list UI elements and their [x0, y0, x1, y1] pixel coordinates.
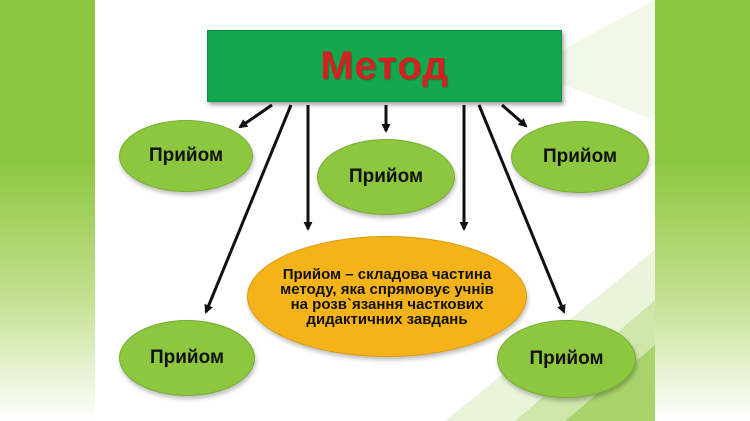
arrow-to-technique-bottom-left [204, 104, 293, 314]
technique-node-top-center: Прийом [317, 139, 455, 215]
arrow-to-technique-top-left [238, 103, 273, 129]
technique-node-top-left: Прийом [119, 120, 253, 192]
technique-node-bottom-right: Прийом [497, 320, 636, 398]
definition-ellipse: Прийом – складова частина методу, яка сп… [247, 236, 527, 357]
method-title: Метод [320, 43, 449, 88]
left-decor-band [0, 0, 95, 421]
technique-label: Прийом [148, 145, 224, 166]
technique-node-bottom-left: Прийом [119, 320, 255, 396]
arrow-to-technique-top-right [501, 103, 528, 128]
arrow-to-technique-bottom-right [477, 104, 566, 314]
method-title-box: Метод [207, 30, 562, 102]
technique-label: Прийом [149, 347, 225, 368]
technique-label: Прийом [542, 146, 618, 167]
definition-text: Прийом – складова частина методу, яка сп… [280, 265, 494, 328]
right-decor-band [655, 0, 750, 421]
technique-label: Прийом [348, 166, 424, 187]
technique-label: Прийом [529, 348, 604, 369]
technique-node-top-right: Прийом [511, 121, 649, 193]
